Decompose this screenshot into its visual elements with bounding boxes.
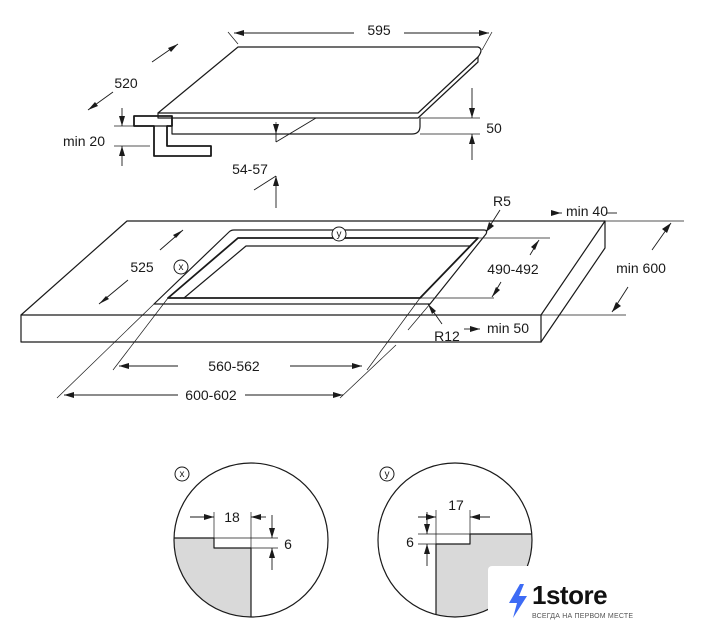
width-outer-label: 600-602 <box>185 387 237 403</box>
hob-height-label: 50 <box>486 120 502 136</box>
cutout-inner <box>167 237 479 299</box>
detail-x-marker-label: x <box>180 469 185 480</box>
min-front-label: min 50 <box>487 320 529 336</box>
marker-y-top-label: y <box>337 229 342 240</box>
dim-cutout-depth: 490-492 <box>420 237 550 299</box>
dim-hob-width: 595 <box>227 22 493 51</box>
worktop-profile <box>133 115 212 157</box>
detail-y-width-label: 17 <box>448 497 464 513</box>
dim-depth-side: 525 <box>98 229 184 305</box>
dim-min-back: min 40 <box>551 203 617 219</box>
cutout-depth-label: 490-492 <box>487 261 539 277</box>
marker-x-side-label: x <box>179 262 184 273</box>
detail-x-profile <box>174 537 252 617</box>
dim-radius-r12: R12 <box>427 303 460 344</box>
min-clearance-label: min 20 <box>63 133 105 149</box>
cutout-outer <box>153 229 488 305</box>
cutout-depth-edge <box>183 245 471 299</box>
width-inner-label: 560-562 <box>208 358 260 374</box>
dim-built-in-depth: 54-57 <box>232 117 317 208</box>
store-watermark: 1store ВСЕГДА НА ПЕРВОМ МЕСТЕ <box>488 566 688 632</box>
built-in-depth-label: 54-57 <box>232 161 268 177</box>
min-back-label: min 40 <box>566 203 608 219</box>
detail-x-height-label: 6 <box>284 536 292 552</box>
dim-min-front: min 50 <box>464 320 529 336</box>
hob-depth-label: 520 <box>114 75 138 91</box>
dim-hob-height: 50 <box>420 88 502 160</box>
r5-label: R5 <box>493 193 511 209</box>
detail-x-width-label: 18 <box>224 509 240 525</box>
detail-y-marker-label: y <box>385 469 390 480</box>
dim-corner-r5: R5 <box>485 193 511 233</box>
marker-y-top: y <box>331 226 347 242</box>
dim-width-inner: 560-562 <box>112 297 421 374</box>
detail-x-circle <box>173 462 329 618</box>
marker-x-side: x <box>173 259 189 275</box>
hob-glass-top <box>157 46 482 114</box>
detail-y-circle <box>377 462 533 618</box>
detail-y-profile <box>435 533 532 617</box>
dim-min-clearance: min 20 <box>63 108 150 166</box>
worktop-side <box>540 220 606 343</box>
detail-x-worktop-section <box>174 538 251 617</box>
hob-width-label: 595 <box>367 22 391 38</box>
hob-body <box>171 117 421 135</box>
dim-hob-depth: 520 <box>87 43 179 111</box>
detail-y-height-label: 6 <box>406 534 414 550</box>
r12-label: R12 <box>434 328 460 344</box>
store-slogan: ВСЕГДА НА ПЕРВОМ МЕСТЕ <box>532 613 634 620</box>
store-name: 1store <box>532 580 608 610</box>
hob-drawing <box>133 46 482 157</box>
depth-side-label: 525 <box>130 259 154 275</box>
hob-glass-edge <box>157 56 479 119</box>
worktop-front <box>20 314 542 343</box>
min-depth-label: min 600 <box>616 260 666 276</box>
dim-width-outer: 600-602 <box>56 303 431 403</box>
lightning-icon <box>509 584 527 618</box>
dim-min-depth: min 600 <box>541 220 684 316</box>
detail-x: 18 6 x <box>173 462 329 618</box>
